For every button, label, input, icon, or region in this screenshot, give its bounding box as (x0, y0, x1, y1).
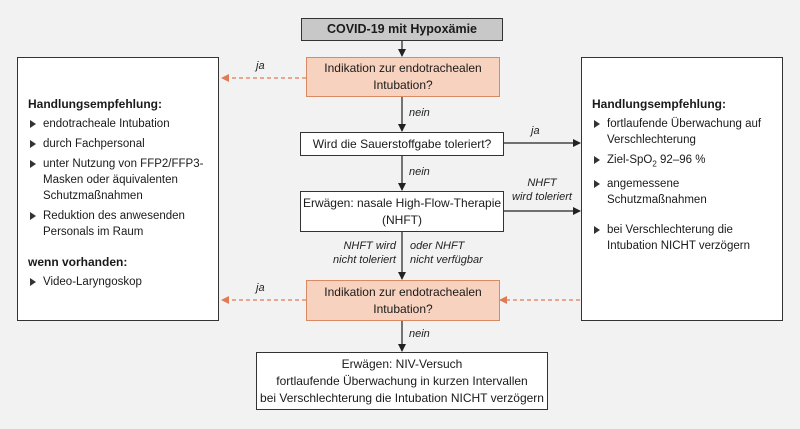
ind2-line-1: Indikation zur endotrachealen (324, 284, 482, 299)
left-panel-list: endotracheale Intubation durch Fachperso… (28, 116, 208, 240)
head-box: COVID-19 mit Hypoxämie (301, 18, 503, 41)
spo2-range: 92–96 % (656, 154, 706, 166)
list-item: bei Verschlechterung die Intubation NICH… (592, 222, 772, 254)
niv-line-1: Erwägen: NIV-Versuch (341, 356, 463, 371)
label-ja-3: ja (256, 282, 265, 294)
sauer-text: Wird die Sauerstoffgabe toleriert? (312, 136, 492, 151)
left-panel-heading: Handlungsempfehlung: (28, 97, 162, 111)
niv-line-2: fortlaufende Überwachung in kurzen Inter… (276, 373, 528, 388)
oder-line-1: oder NHFT (410, 240, 465, 252)
right-panel-heading: Handlungsempfehlung: (592, 97, 726, 111)
nhft-not-line-2: nicht toleriert (333, 254, 396, 266)
list-item: unter Nutzung von FFP2/FFP3-Masken oder … (28, 156, 208, 204)
niv-line-3: bei Verschlechterung die Intubation NICH… (260, 390, 544, 405)
label-nein-1: nein (409, 107, 430, 119)
label-nhft-toleriert: NHFT wird toleriert (506, 176, 578, 204)
oder-line-2: nicht verfügbar (410, 254, 483, 266)
intubation-question-1: Indikation zur endotrachealen Intubation… (306, 57, 500, 97)
nhft-line-2: (NHFT) (382, 212, 422, 227)
intubation-question-2: Indikation zur endotrachealen Intubation… (306, 280, 500, 321)
list-item: Video-Laryngoskop (28, 274, 208, 290)
right-recommendation-panel: Handlungsempfehlung: fortlaufende Überwa… (581, 57, 783, 321)
list-item: durch Fachpersonal (28, 136, 208, 152)
list-item: angemessene Schutzmaßnahmen (592, 176, 772, 208)
list-item: fortlaufende Überwachung auf Verschlecht… (592, 116, 772, 148)
spo2-subscript: 2 (652, 159, 657, 169)
right-panel-list: fortlaufende Überwachung auf Verschlecht… (592, 116, 772, 254)
ind2-line-2: Intubation? (373, 301, 433, 316)
label-nein-3: nein (409, 328, 430, 340)
oxygen-tolerance-question: Wird die Sauerstoffgabe toleriert? (300, 132, 504, 156)
label-oder-nhft: oder NHFT nicht verfügbar (410, 239, 510, 267)
nhft-box: Erwägen: nasale High-Flow-Therapie (NHFT… (300, 191, 504, 232)
label-ja-2: ja (531, 125, 540, 137)
head-text: COVID-19 mit Hypoxämie (326, 22, 478, 36)
nhft-tol-line-1: NHFT (527, 177, 557, 189)
spo2-label: Ziel-SpO (607, 154, 653, 166)
nhft-line-1: Erwägen: nasale High-Flow-Therapie (302, 195, 502, 210)
nhft-not-line-1: NHFT wird (343, 240, 396, 252)
ind1-line-2: Intubation? (373, 78, 433, 92)
left-recommendation-panel: Handlungsempfehlung: endotracheale Intub… (17, 57, 219, 321)
list-item: Reduktion des anwesenden Personals im Ra… (28, 208, 208, 240)
label-nein-2: nein (409, 166, 430, 178)
niv-box: Erwägen: NIV-Versuch fortlaufende Überwa… (256, 352, 548, 410)
left-panel-sublist: Video-Laryngoskop (28, 274, 208, 290)
ind1-line-1: Indikation zur endotrachealen (324, 61, 482, 75)
label-ja-1: ja (256, 60, 265, 72)
label-nhft-nicht-toleriert: NHFT wird nicht toleriert (300, 239, 396, 267)
list-item: Ziel-SpO2 92–96 % (592, 152, 772, 172)
left-panel-subheading: wenn vorhanden: (28, 255, 128, 269)
list-item: endotracheale Intubation (28, 116, 208, 132)
nhft-tol-line-2: wird toleriert (512, 191, 572, 203)
